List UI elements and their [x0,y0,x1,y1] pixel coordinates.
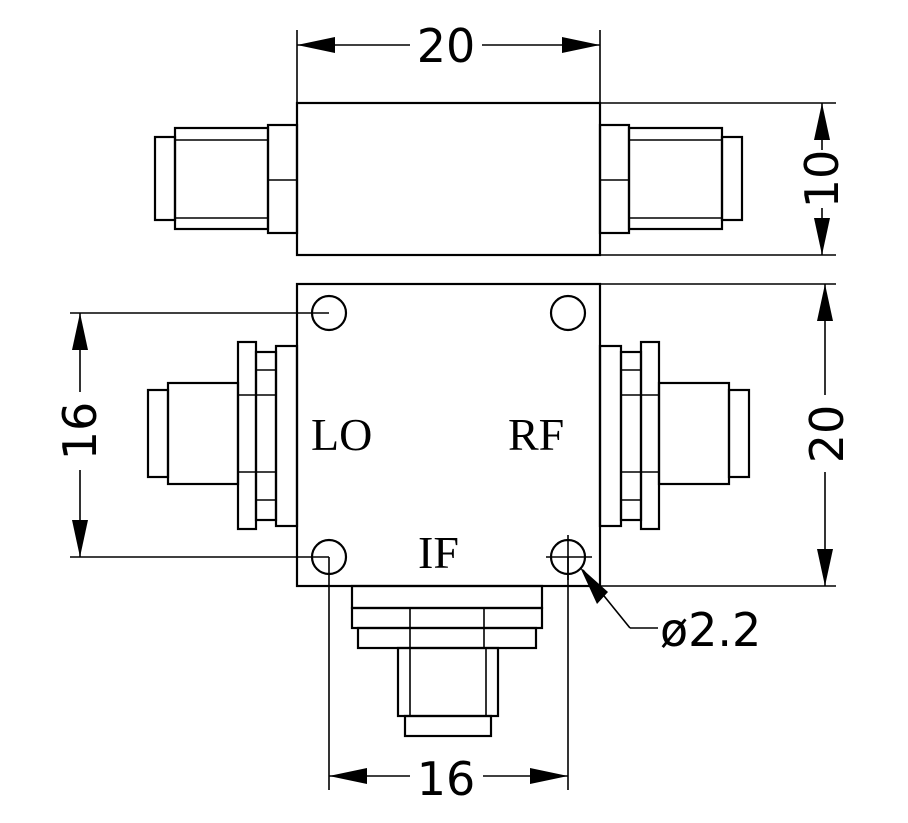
dimension-top-height-label: 10 [795,150,849,209]
dimension-top-height: 10 [600,102,849,256]
side-view-body [295,101,602,257]
dimension-bottom-hole-spacing: 16 [328,557,569,806]
if-connector [350,584,544,738]
port-label-lo: LO [311,409,372,460]
mounting-hole-top-right [549,294,587,332]
side-view: 20 10 [153,19,849,257]
dimension-hole-diameter: ø2.2 [546,535,761,657]
dimension-left-hole-spacing-label: 16 [53,402,107,461]
dimension-top-width: 20 [296,19,601,103]
port-label-if: IF [418,527,459,578]
side-view-left-connector [153,123,299,235]
lo-connector [146,340,299,531]
dimension-body-height-label: 20 [800,405,854,464]
side-view-right-connector [598,123,744,235]
dimension-body-height: 20 [600,283,854,587]
dimension-hole-diameter-label: ø2.2 [660,603,761,657]
port-label-rf: RF [508,409,564,460]
plan-view: LO RF IF [53,282,854,806]
dimension-bottom-hole-spacing-label: 16 [417,752,476,806]
rf-connector [598,340,751,531]
dimension-top-width-label: 20 [417,19,476,73]
dimension-left-hole-spacing: 16 [53,312,329,558]
